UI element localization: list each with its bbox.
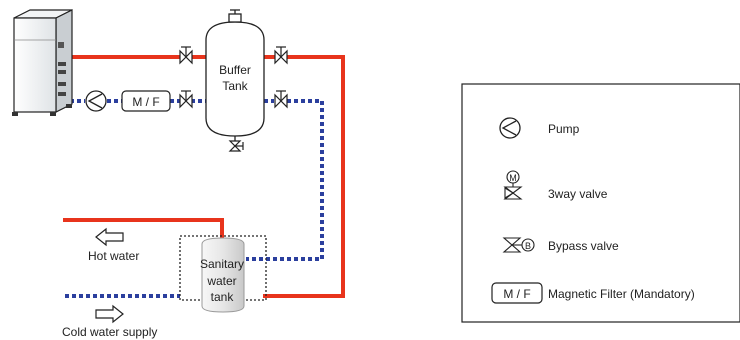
legend-pump-icon <box>499 117 521 139</box>
magnetic-filter-label: M / F <box>132 95 159 109</box>
legend-3way-valve-label: 3way valve <box>548 187 608 201</box>
hot-water-outlet-pipe <box>63 218 224 242</box>
legend-bypass-letter: B <box>525 241 531 251</box>
hot-water-arrow-icon <box>95 227 124 247</box>
legend-magnetic-filter: M / F <box>491 282 543 304</box>
sanitary-water-tank: Sanitary water tank <box>200 237 245 313</box>
legend-filter-box-label: M / F <box>503 287 530 301</box>
valve-icon <box>274 46 288 65</box>
buffer-tank: Buffer Tank <box>205 9 265 141</box>
cold-water-supply-label: Cold water supply <box>62 325 157 339</box>
buffer-tank-label-line2: Tank <box>222 79 248 93</box>
cold-loop-pipe <box>246 99 324 261</box>
legend-bypass-valve-label: Bypass valve <box>548 239 619 253</box>
sanitary-tank-label-line3: tank <box>211 290 235 304</box>
valve-icon <box>179 46 193 65</box>
hot-water-piping <box>61 55 345 298</box>
buffer-tank-body <box>205 21 265 137</box>
cold-water-piping <box>63 99 324 298</box>
magnetic-filter: M / F <box>121 90 171 112</box>
cold-water-arrow-icon <box>95 304 124 324</box>
sanitary-tank-label-line1: Sanitary <box>200 257 244 271</box>
legend-bypass-valve-icon: B <box>502 237 535 253</box>
air-vent <box>228 13 242 23</box>
sanitary-tank-label-line2: water <box>206 274 236 288</box>
valve-icon <box>274 90 288 109</box>
legend-magnetic-filter-label: Magnetic Filter (Mandatory) <box>548 287 695 301</box>
drain-valve-icon <box>228 140 244 152</box>
hot-loop-pipe <box>263 55 345 298</box>
valve-icon <box>179 90 193 109</box>
unit-front-face <box>13 17 57 113</box>
legend-pump-label: Pump <box>548 122 580 136</box>
unit-side-face <box>55 9 73 113</box>
heat-pump-unit <box>12 9 73 116</box>
buffer-tank-label-line1: Buffer <box>219 63 251 77</box>
pump-icon <box>85 90 107 112</box>
legend-motor-letter: M <box>509 173 517 183</box>
hot-water-label: Hot water <box>88 249 139 263</box>
legend-3way-valve-icon: M <box>503 170 523 200</box>
